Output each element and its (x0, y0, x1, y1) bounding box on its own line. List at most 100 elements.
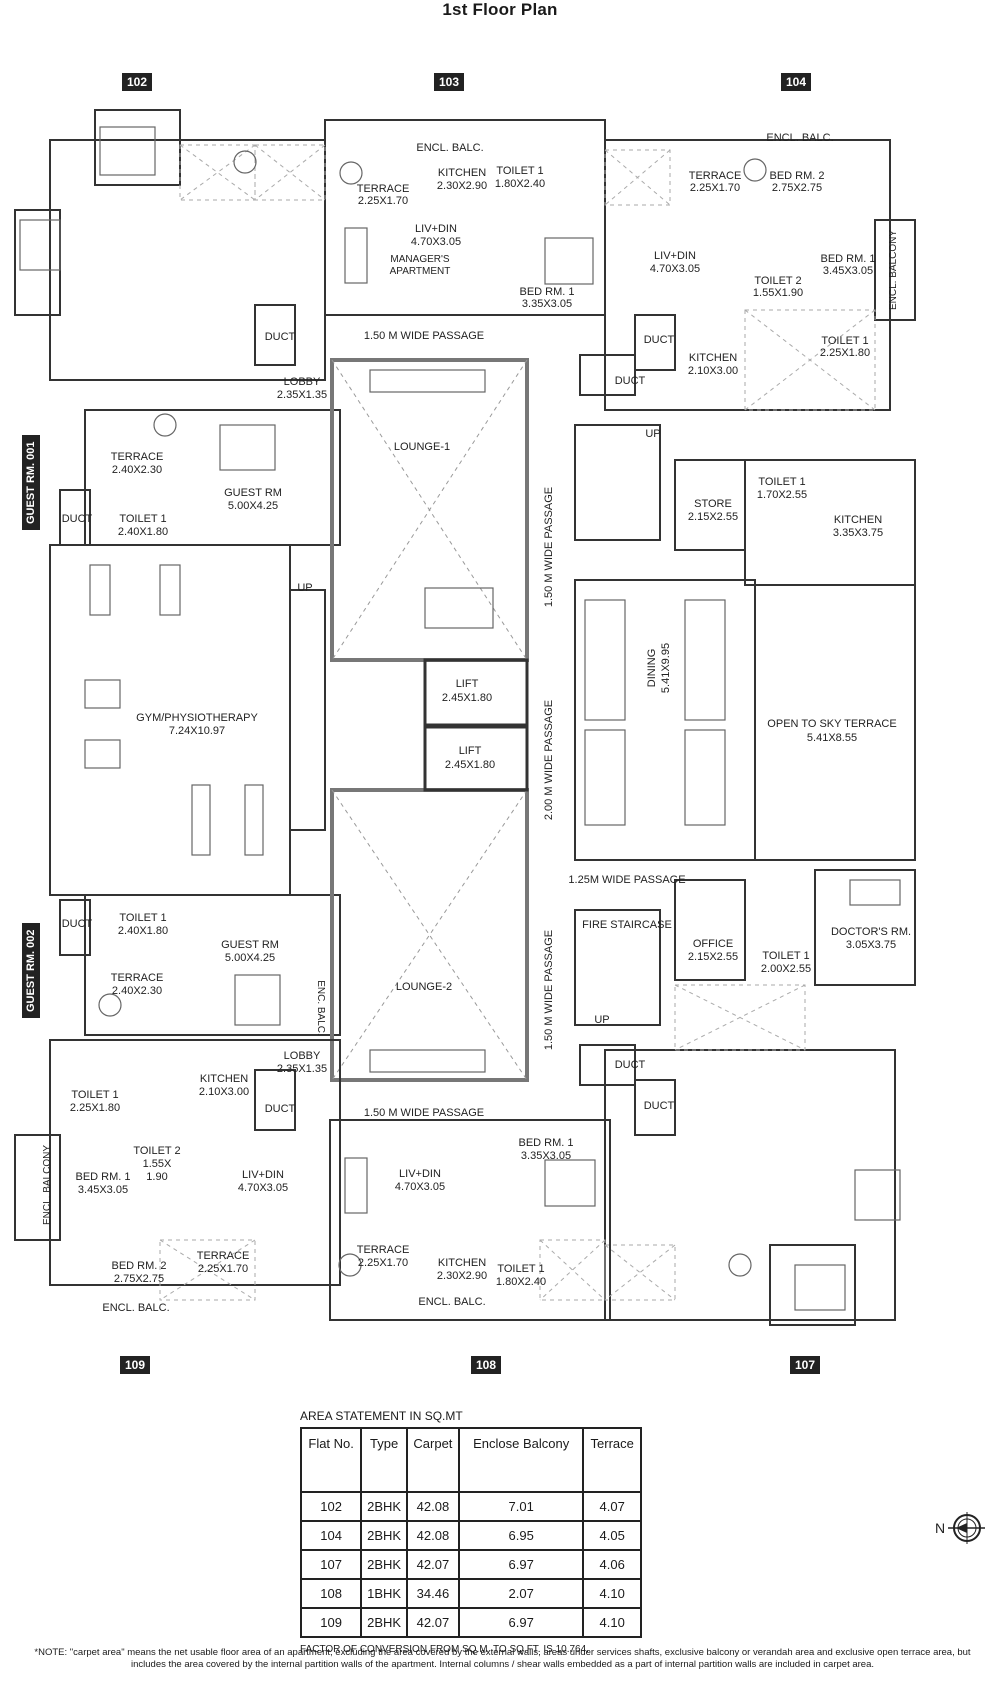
toilet1-104-dim: 2.25X1.80 (820, 347, 870, 359)
toilet1-109-dim: 2.25X1.80 (70, 1102, 120, 1114)
cell: 2BHK (360, 1549, 408, 1580)
lift-2-label: LIFT (459, 745, 482, 757)
gym-dim: 7.24X10.97 (169, 725, 225, 737)
table-row: 104 2BHK 42.08 6.95 4.05 (299, 1520, 642, 1551)
encl-balcony-109: ENCL. BALCONY (42, 1145, 53, 1225)
lobby-top-label: LOBBY (284, 376, 321, 388)
lounge-1-label: LOUNGE-1 (394, 441, 450, 453)
lift-2-shaft (423, 725, 529, 792)
toilet-g1-label: TOILET 1 (119, 513, 166, 525)
guest-rm-2-dim: 5.00X4.25 (225, 952, 275, 964)
toilet1-104-label: TOILET 1 (821, 335, 868, 347)
managers-apartment-1: MANAGER'S (390, 254, 449, 265)
cell: 34.46 (405, 1578, 460, 1609)
wing-107-outline (604, 1049, 896, 1321)
guest-rm-1-dim: 5.00X4.25 (228, 500, 278, 512)
cell: 7.01 (457, 1491, 585, 1522)
toilet-s-label: TOILET 1 (758, 476, 805, 488)
cell: 4.06 (582, 1549, 642, 1580)
lobby-top-dim: 2.35X1.35 (277, 389, 327, 401)
wing-109-outline (49, 1039, 341, 1286)
toilet2-109-dim-a: 1.55X (143, 1158, 172, 1170)
livdin-104-dim: 4.70X3.05 (650, 263, 700, 275)
terrace-104-dim: 2.25X1.70 (690, 182, 740, 194)
cell: 2.07 (457, 1578, 585, 1609)
toilet2-104-dim: 1.55X1.90 (753, 287, 803, 299)
passage-v3: 1.50 M WIDE PASSAGE (543, 930, 555, 1050)
cell: 108 (299, 1578, 363, 1609)
wing-108-outline (329, 1119, 611, 1321)
passage-125: 1.25M WIDE PASSAGE (568, 874, 685, 886)
fire-staircase-label: FIRE STAIRCASE (582, 919, 672, 931)
bed-103-label: BED RM. 1 (519, 286, 574, 298)
cell: 6.97 (457, 1607, 585, 1638)
wing-104-outline (604, 139, 891, 411)
bed-103-dim: 3.35X3.05 (522, 298, 572, 310)
bed1-109-dim: 3.45X3.05 (78, 1184, 128, 1196)
area-statement-table: Flat No. Type Carpet Enclose Balcony Ter… (299, 1427, 642, 1638)
toilet2-104-label: TOILET 2 (754, 275, 801, 287)
cell: 102 (299, 1491, 363, 1522)
store-dim: 2.15X2.55 (688, 511, 738, 523)
bed-108-label: BED RM. 1 (518, 1137, 573, 1149)
carpet-area-note: *NOTE: "carpet area" means the net usabl… (34, 1647, 971, 1670)
bed2-104-label: BED RM. 2 (769, 170, 824, 182)
kitchen-main-label: KITCHEN (834, 514, 882, 526)
header-flat-no: Flat No. (299, 1427, 363, 1493)
main-staircase (289, 589, 326, 831)
duct-label-a: DUCT (265, 331, 296, 343)
passage-v2: 2.00 M WIDE PASSAGE (543, 700, 555, 820)
cell: 107 (299, 1549, 363, 1580)
duct-label-f: DUCT (615, 1059, 646, 1071)
toilet-g2-dim: 2.40X1.80 (118, 925, 168, 937)
up-label-2: UP (645, 428, 660, 440)
cell: 6.95 (457, 1520, 585, 1551)
flat-tag-104: 104 (781, 73, 812, 91)
terrace-109-dim: 2.25X1.70 (198, 1263, 248, 1275)
lobby-bot-dim: 2.35X1.35 (277, 1063, 327, 1075)
cell: 4.05 (582, 1520, 642, 1551)
encl-balcony-104: ENCL. BALCONY (888, 230, 899, 310)
toilet-103-dim: 1.80X2.40 (495, 178, 545, 190)
page-title: 1st Floor Plan (442, 0, 558, 19)
bed2-109-dim: 2.75X2.75 (114, 1273, 164, 1285)
lounge-2-label: LOUNGE-2 (396, 981, 452, 993)
north-label: N (935, 1520, 945, 1536)
cell: 104 (299, 1520, 363, 1551)
toilet-o-label: TOILET 1 (762, 950, 809, 962)
fire-staircase-room (574, 909, 661, 1026)
area-statement: AREA STATEMENT IN SQ.MT Flat No. Type Ca… (299, 1409, 642, 1655)
open-terrace-area (754, 584, 916, 861)
toilet-o-dim: 2.00X2.55 (761, 963, 811, 975)
duct-label-b: DUCT (644, 334, 675, 346)
flat-tag-107: 107 (790, 1356, 821, 1374)
bed1-109-label: BED RM. 1 (75, 1171, 130, 1183)
terrace-109-label: TERRACE (197, 1250, 250, 1262)
encl-balc-108: ENCL. BALC. (418, 1296, 485, 1308)
lobby-bot-label: LOBBY (284, 1050, 321, 1062)
flat107-top-balcony (769, 1244, 856, 1326)
encl-balc-103: ENCL. BALC. (416, 142, 483, 154)
terrace-g2-dim: 2.40X2.30 (112, 985, 162, 997)
cell: 2BHK (360, 1491, 408, 1522)
guest-wing-2 (84, 894, 341, 1036)
flat-tag-108: 108 (471, 1356, 502, 1374)
flat102-top-balcony (94, 109, 181, 186)
terrace-104-label: TERRACE (689, 170, 742, 182)
livdin-104-label: LIV+DIN (654, 250, 696, 262)
dining-label: DINING (646, 649, 658, 688)
livdin-103-dim: 4.70X3.05 (411, 236, 461, 248)
office-label: OFFICE (693, 938, 733, 950)
north-arrow-icon: N (935, 1512, 985, 1544)
kitchen-104-label: KITCHEN (689, 352, 737, 364)
encl-balc-109: ENCL. BALC. (102, 1302, 169, 1314)
table-row: 109 2BHK 42.07 6.97 4.10 (299, 1607, 642, 1638)
guest-rm-1-label: GUEST RM (224, 487, 282, 499)
terrace-108-label: TERRACE (357, 1244, 410, 1256)
kitchen-109-dim: 2.10X3.00 (199, 1086, 249, 1098)
passage-v1: 1.50 M WIDE PASSAGE (543, 487, 555, 607)
header-type: Type (360, 1427, 408, 1493)
lift-2-dim: 2.45X1.80 (445, 759, 495, 771)
toilet-g1-dim: 2.40X1.80 (118, 526, 168, 538)
lift-1-label: LIFT (456, 678, 479, 690)
